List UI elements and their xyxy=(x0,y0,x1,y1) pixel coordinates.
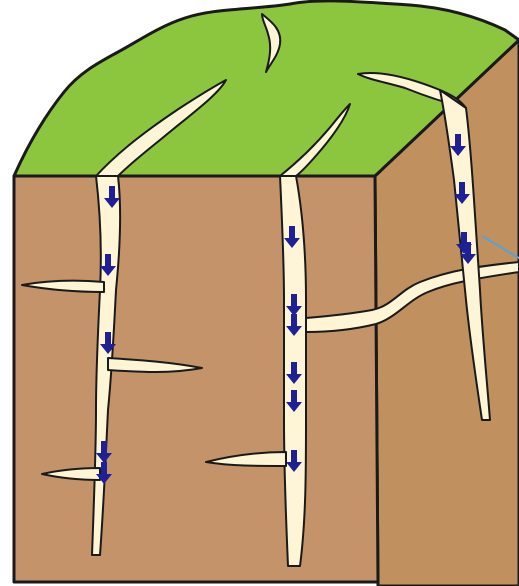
soil-block-front-face xyxy=(14,176,378,582)
